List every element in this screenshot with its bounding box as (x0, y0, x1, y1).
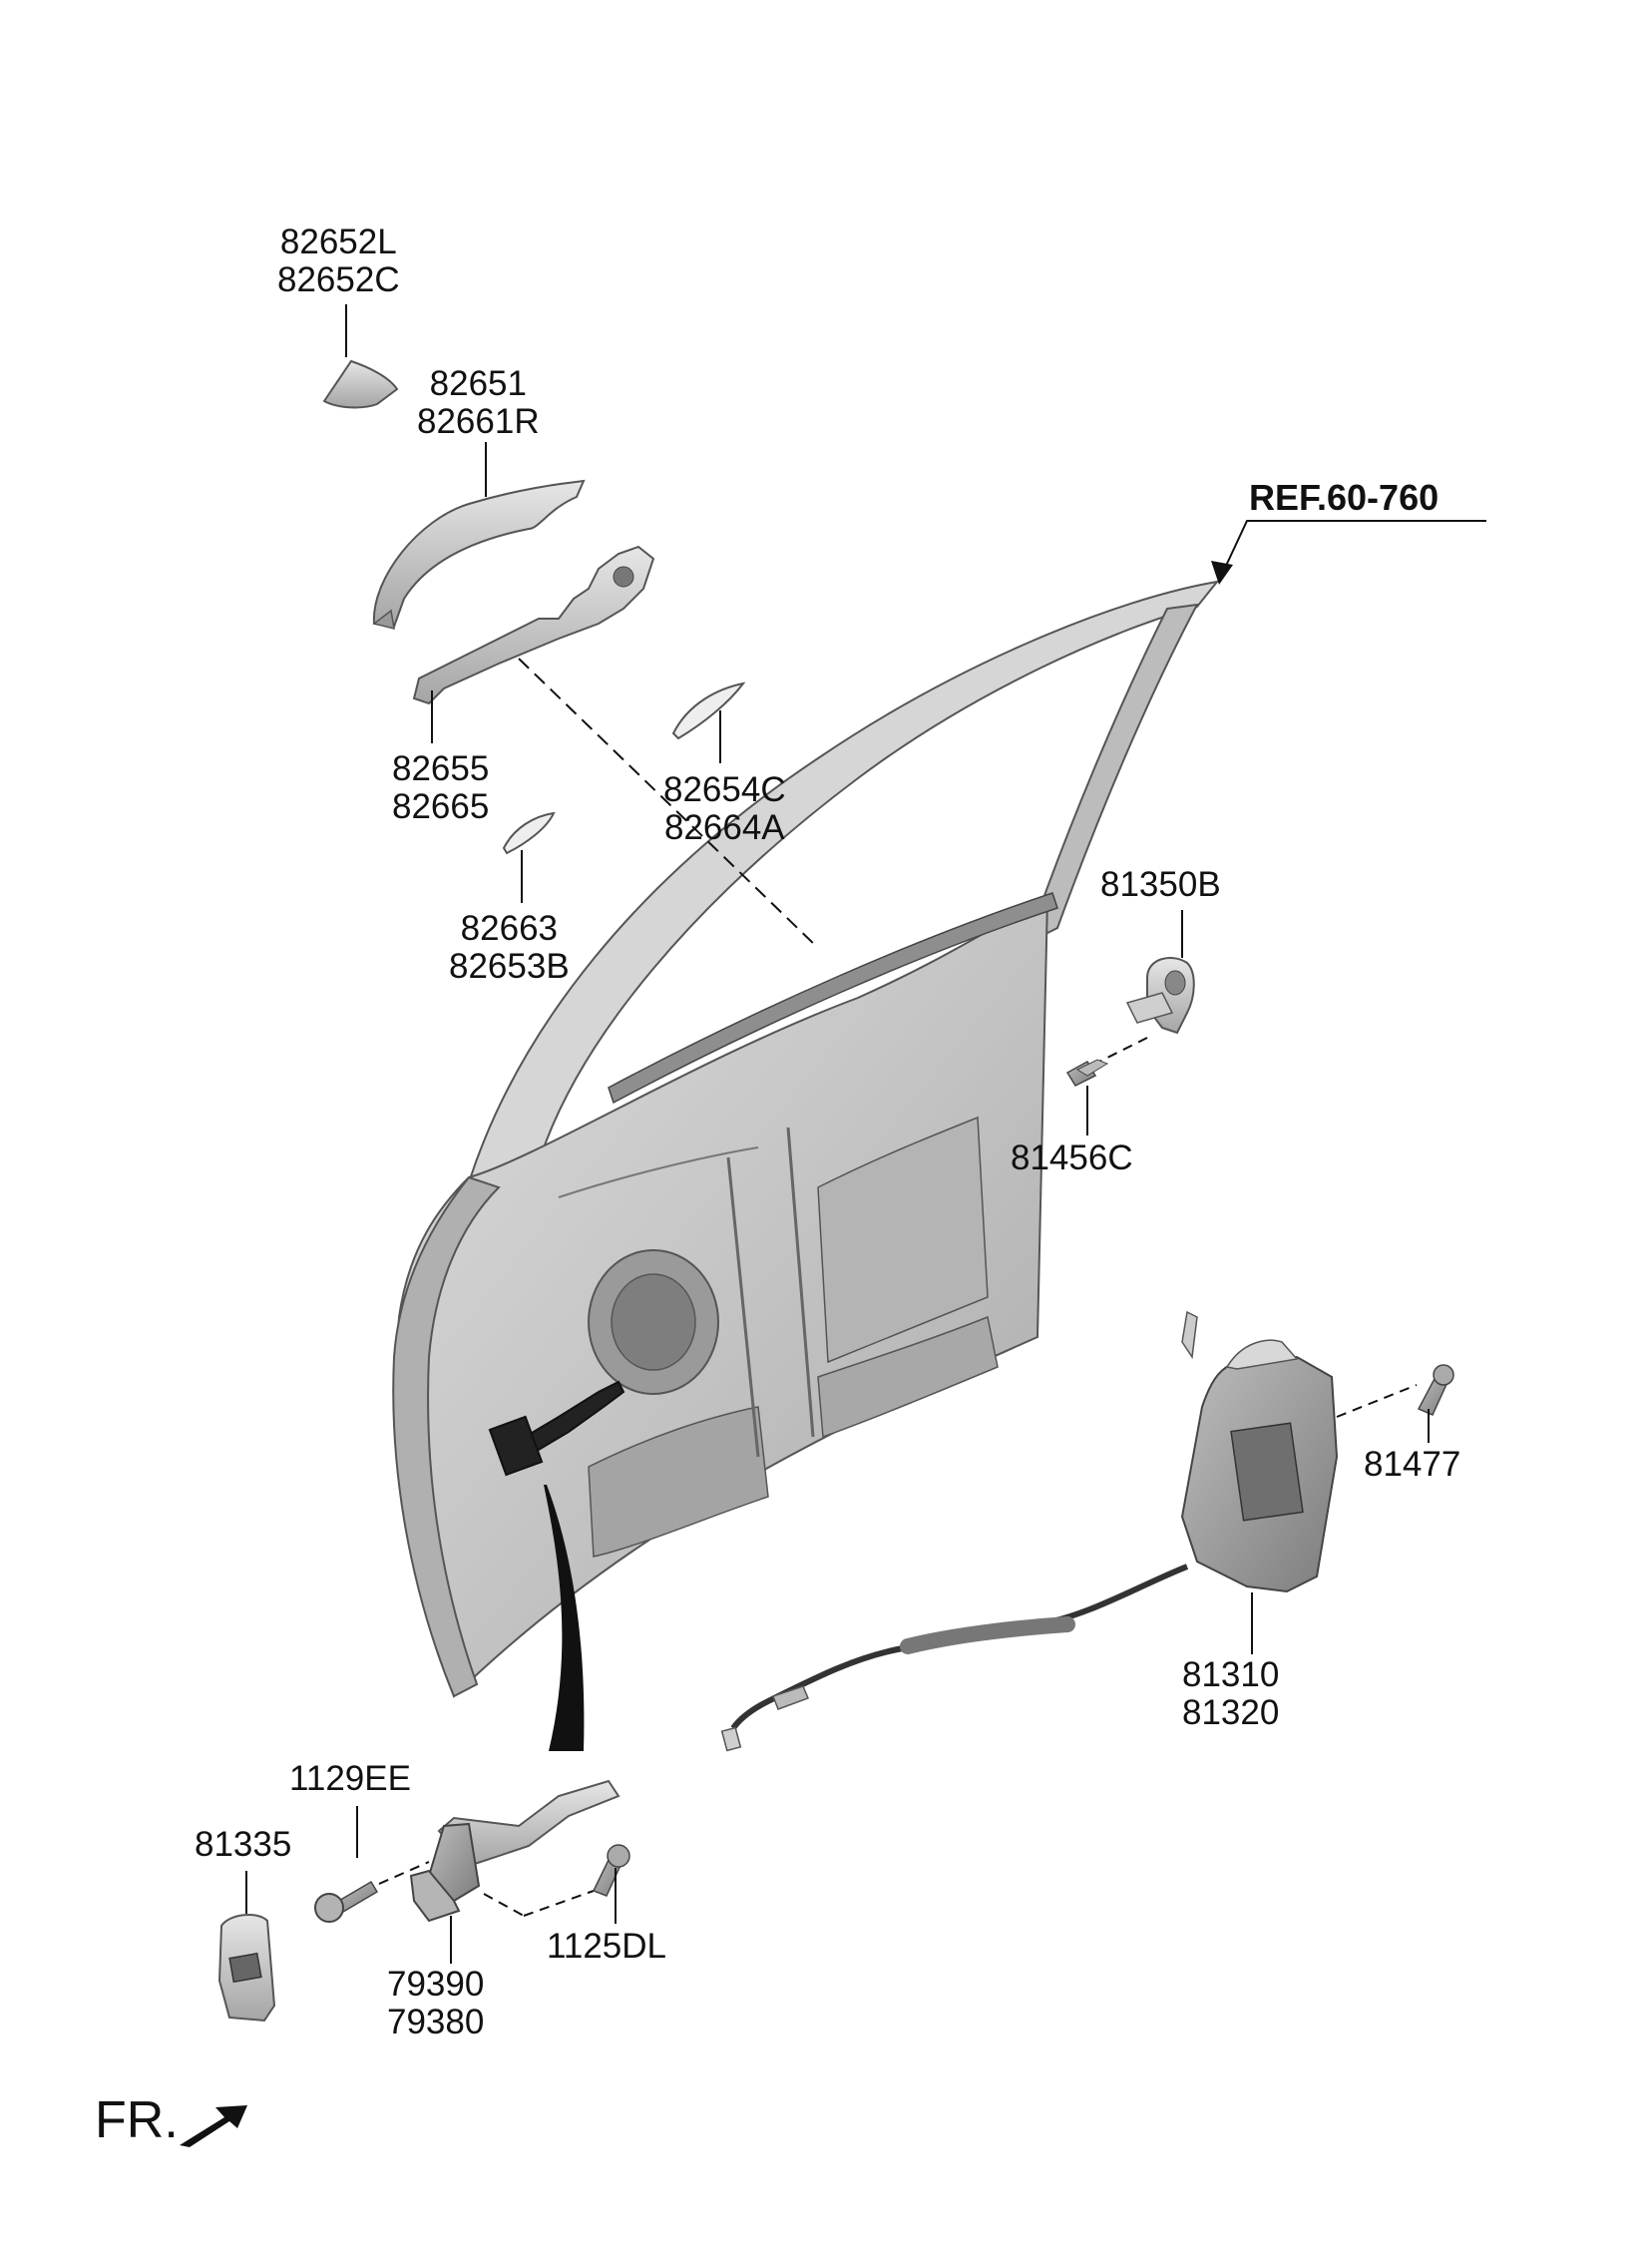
callout-line-2: 82652C (277, 260, 400, 299)
callout-line-1: 82654C (663, 770, 786, 809)
striker-part (1096, 910, 1195, 1064)
door-checker-part (409, 1779, 620, 1964)
callout-line-1: 81350B (1100, 865, 1221, 904)
callout-line-2: 79380 (387, 2003, 485, 2041)
callout-line-1: 81335 (195, 1825, 292, 1864)
latch-screw-part (1417, 1364, 1454, 1443)
callout-82652L: 82652L 82652C (277, 224, 400, 299)
callout-line-1: 82663 (460, 909, 558, 948)
callout-1129EE: 1129EE (289, 1760, 411, 1798)
striker-bolt-part (1065, 1059, 1109, 1135)
callout-81350B: 81350B (1100, 866, 1221, 904)
callout-79390: 79390 79380 (387, 1966, 484, 2041)
callout-line-1: 1125DL (547, 1927, 667, 1966)
front-direction-arrow-icon (180, 2105, 247, 2147)
checker-screw-part (592, 1844, 630, 1924)
callout-81477: 81477 (1364, 1446, 1460, 1484)
reference-label: REF.60-760 (1249, 477, 1440, 518)
ref-leader (1211, 520, 1486, 585)
callout-line-1: 81456C (1011, 1138, 1133, 1177)
callout-81335: 81335 (195, 1826, 291, 1864)
callout-line-1: 82655 (392, 749, 490, 788)
callout-line-1: 81477 (1364, 1445, 1461, 1484)
handle-bracket-part (412, 545, 819, 949)
callout-line-1: 79390 (387, 1965, 485, 2004)
callout-line-2: 82653B (449, 947, 570, 986)
handle-pad-rear-part (671, 681, 746, 763)
callout-line-2: 82665 (392, 787, 490, 826)
callout-81310: 81310 81320 (1182, 1656, 1279, 1732)
callout-line-2: 82661R (417, 402, 540, 441)
handle-pad-front-part (502, 811, 556, 903)
callout-line-1: 82651 (429, 364, 527, 403)
checker-cover-part (217, 1871, 276, 2023)
callout-1125DL: 1125DL (547, 1928, 666, 1966)
callout-82651: 82651 82661R (417, 365, 540, 441)
handle-cap-part (322, 304, 399, 409)
callout-line-2: 81320 (1182, 1693, 1280, 1732)
callout-82663: 82663 82653B (449, 910, 570, 986)
callout-82655: 82655 82665 (392, 750, 489, 826)
callout-line-1: 81310 (1182, 1655, 1280, 1694)
callout-82654C: 82654C 82664A (663, 771, 786, 847)
callout-line-1: 82652L (279, 223, 397, 261)
check-leader-wedge (544, 1485, 585, 1751)
door-panel (392, 580, 1220, 1698)
front-direction-label: FR. (95, 2091, 179, 2149)
callout-line-1: 1129EE (289, 1759, 411, 1798)
callout-81456C: 81456C (1011, 1139, 1133, 1177)
outside-handle-part (372, 442, 586, 631)
checker-bolt-part (314, 1806, 430, 1923)
door-latch-part (720, 1310, 1418, 1752)
callout-line-2: 82664A (663, 808, 785, 847)
